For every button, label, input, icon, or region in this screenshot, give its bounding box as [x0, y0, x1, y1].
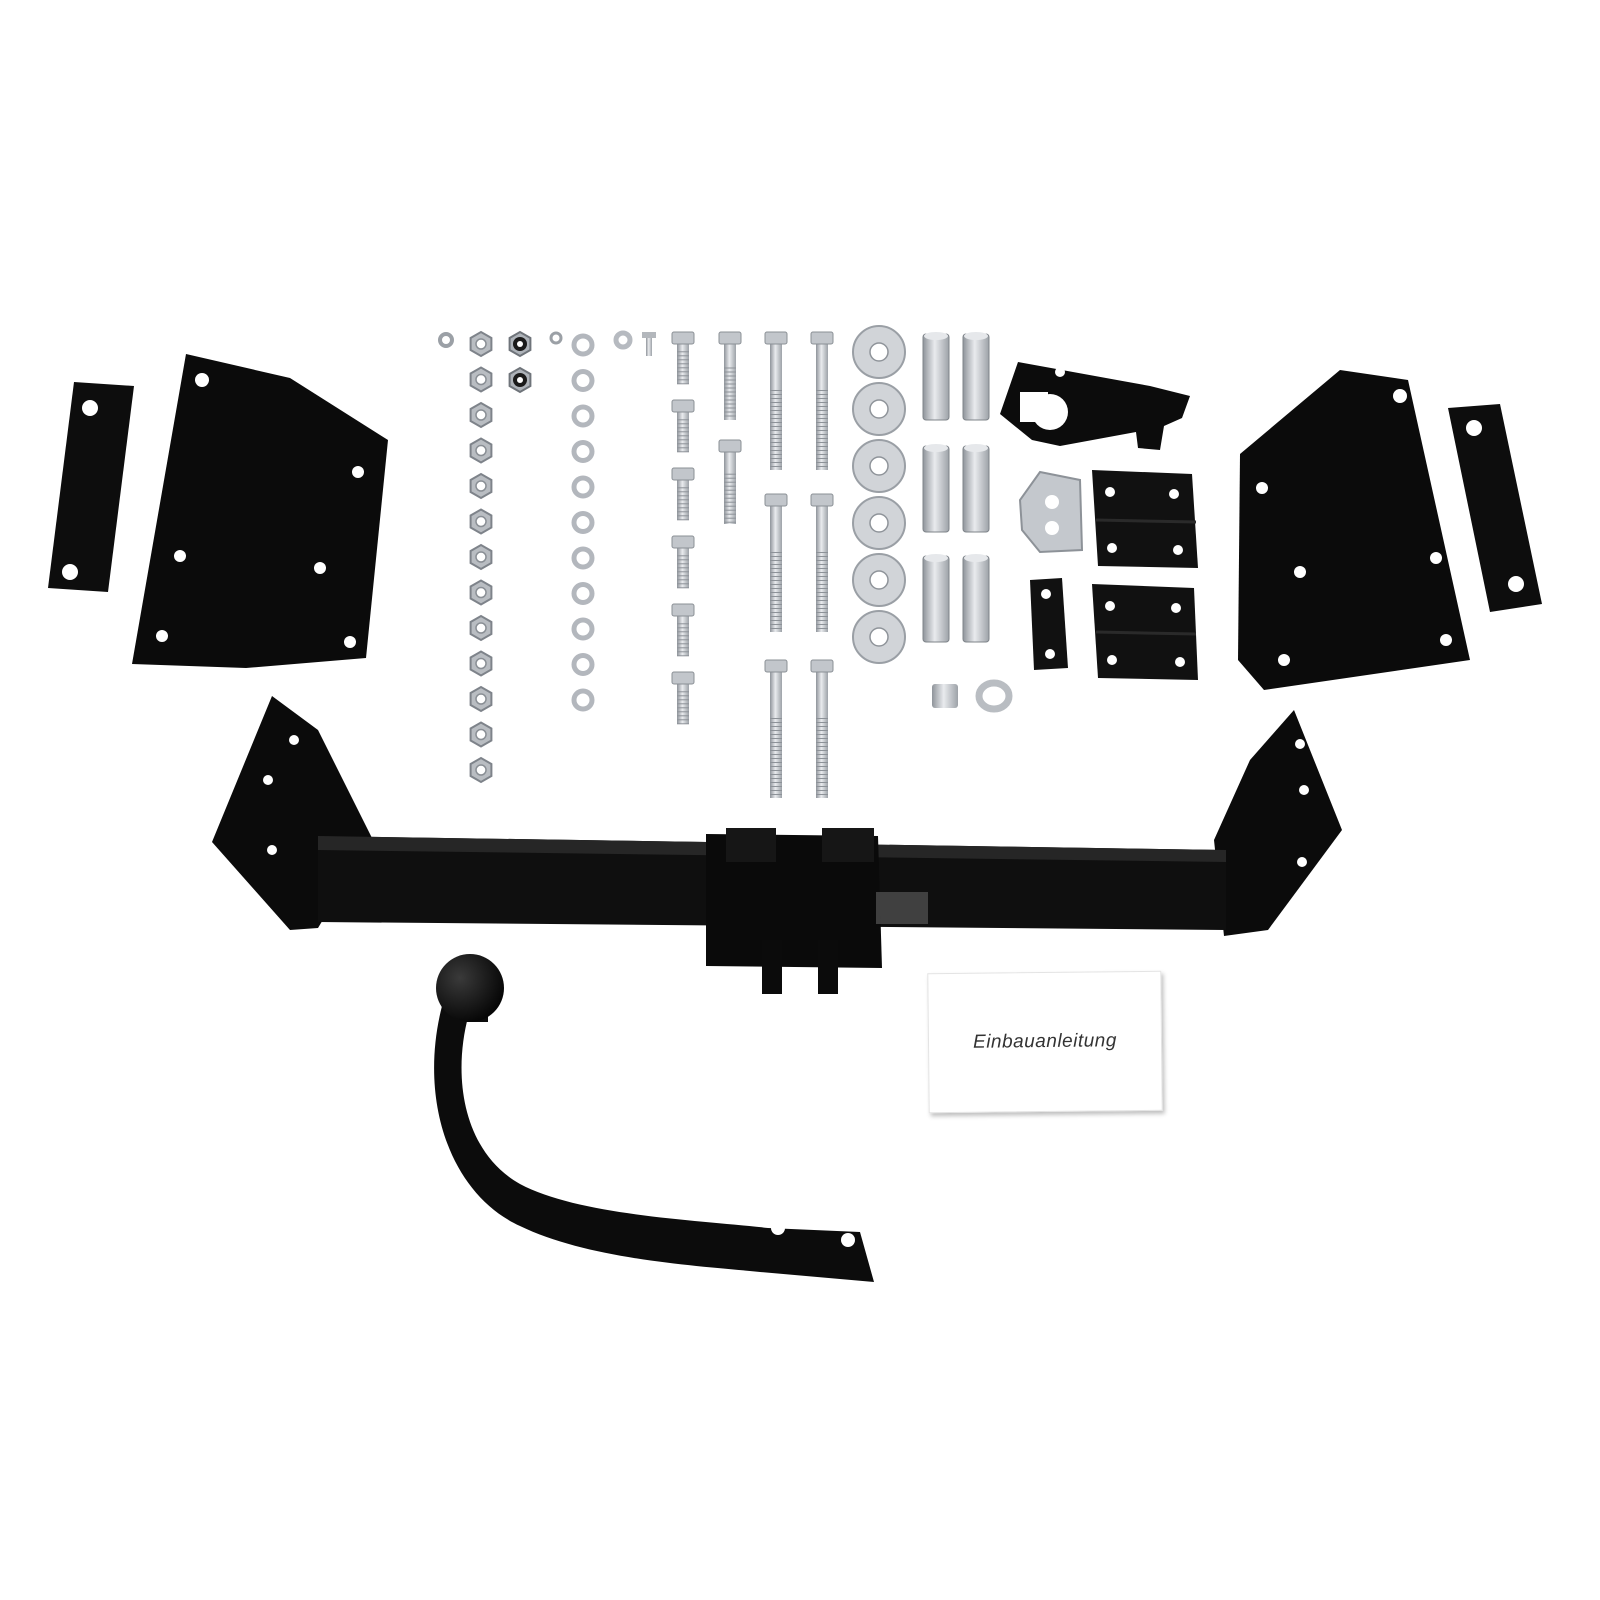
long-bolt	[810, 659, 834, 798]
flat-washer	[571, 333, 595, 357]
socket-mounting-plate	[1000, 362, 1190, 450]
small-fasteners	[438, 330, 656, 356]
left-bracket-plate	[132, 354, 388, 668]
long-bolt	[764, 659, 788, 798]
short-bolt	[671, 399, 695, 453]
short-bolts	[671, 331, 695, 725]
flat-washer	[571, 653, 595, 676]
flat-washer	[571, 582, 595, 605]
flat-washer	[571, 369, 595, 392]
spacer-sleeve	[962, 332, 990, 421]
flat-washer	[571, 475, 595, 499]
flat-washer	[571, 511, 595, 534]
long-bolt	[810, 331, 834, 470]
long-bolts	[764, 331, 834, 798]
hex-nut	[469, 721, 493, 748]
right-strap-plate	[1448, 404, 1542, 612]
hex-nut	[469, 543, 493, 571]
medium-bolt	[718, 331, 742, 420]
lock-nuts	[508, 330, 532, 394]
spacer-washer	[852, 382, 906, 436]
lock-nut	[508, 366, 532, 394]
long-bolt	[764, 493, 788, 632]
hex-nut	[469, 472, 493, 500]
hex-nut	[469, 401, 493, 429]
flat-washer	[571, 688, 595, 712]
medium-bolt	[718, 439, 742, 524]
spacer-washer	[852, 439, 906, 493]
small-strap	[1030, 578, 1068, 670]
flat-washer	[571, 617, 595, 641]
hex-nut	[469, 579, 493, 606]
manual-title: Einbauanleitung	[972, 1030, 1117, 1053]
spacer-sleeves	[922, 332, 990, 643]
clamp-block-upper	[1092, 470, 1198, 568]
medium-bolts	[718, 331, 742, 524]
tow-ball-neck	[434, 954, 874, 1282]
spacer-sleeve	[962, 444, 990, 533]
spacer-washers	[852, 325, 906, 664]
hex-nut	[469, 685, 493, 713]
hex-nut	[469, 650, 493, 677]
spacer-washer	[852, 553, 906, 607]
flat-washer	[571, 440, 595, 463]
flat-washer	[571, 546, 595, 570]
hex-nut	[469, 330, 493, 358]
short-bolt	[671, 467, 695, 521]
spacer-sleeve	[922, 444, 950, 533]
hex-nut	[469, 366, 493, 393]
clamp-block-lower	[1092, 584, 1198, 680]
left-strap-plate	[48, 382, 134, 592]
chain-eye-plate	[1018, 470, 1084, 554]
hex-nut	[469, 508, 493, 535]
short-bolt	[671, 603, 695, 657]
spacer-sleeve	[922, 554, 950, 643]
flat-washer	[571, 404, 595, 428]
hex-nut	[469, 437, 493, 464]
lock-nut	[508, 330, 532, 358]
hex-nut	[469, 614, 493, 642]
short-bolt	[671, 535, 695, 589]
flat-washers	[571, 333, 595, 712]
spacer-washer	[852, 496, 906, 550]
spacer-washer	[852, 610, 906, 664]
short-bolt	[671, 331, 695, 385]
hex-nuts	[469, 330, 493, 784]
tow-ball	[436, 954, 504, 1022]
spacer-sleeve	[962, 554, 990, 643]
spacer-sleeve	[922, 332, 950, 421]
long-bolt	[810, 493, 834, 632]
right-bracket-plate	[1238, 370, 1470, 690]
small-bushings	[932, 679, 1013, 713]
spacer-washer	[852, 325, 906, 379]
installation-manual-card: Einbauanleitung	[927, 970, 1163, 1114]
towbar-crossbar	[212, 696, 1342, 994]
long-bolt	[764, 331, 788, 470]
short-bolt	[671, 671, 695, 725]
hex-nut	[469, 756, 493, 784]
